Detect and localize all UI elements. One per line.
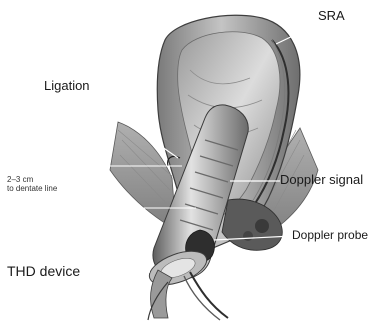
label-doppler-probe: Doppler probe <box>292 229 368 242</box>
label-distance-line2: to dentate line <box>7 185 57 194</box>
label-sra: SRA <box>318 9 345 23</box>
label-ligation: Ligation <box>44 79 90 93</box>
label-doppler-signal: Doppler signal <box>280 173 363 187</box>
label-thd-device: THD device <box>7 264 80 279</box>
label-distance-to-dentate-line: 2–3 cm to dentate line <box>7 176 57 194</box>
